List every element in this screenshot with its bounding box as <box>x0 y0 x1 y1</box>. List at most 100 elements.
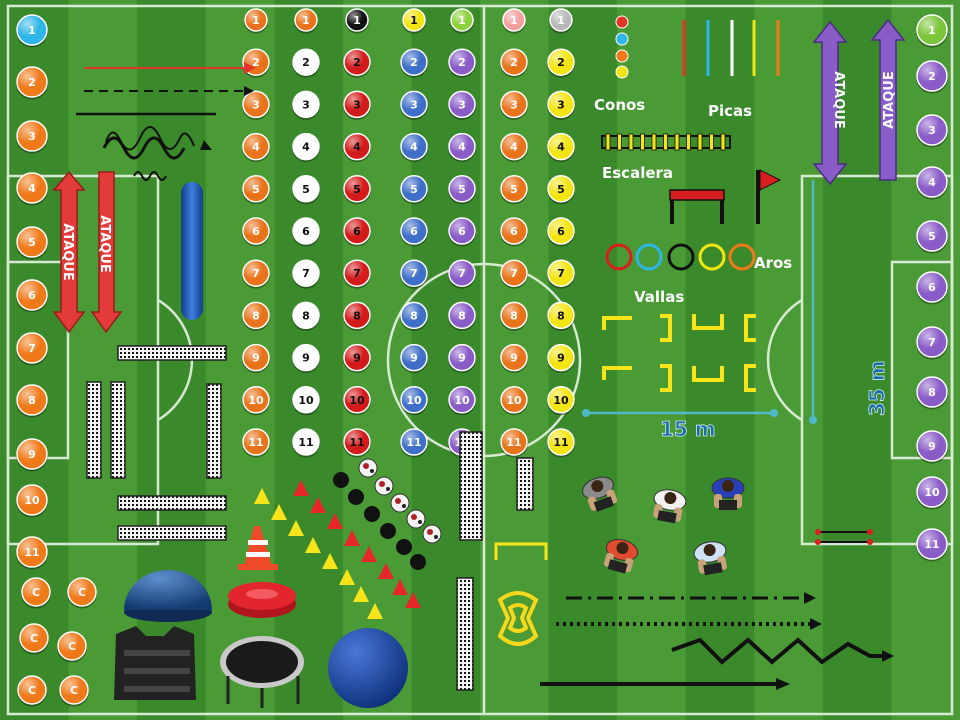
player-token-label: 2 <box>510 56 518 69</box>
side-token-left: 5 <box>16 226 48 260</box>
pitch-stripe <box>617 0 687 720</box>
side-token-right: 10 <box>916 476 948 510</box>
mini-trampoline <box>220 636 304 708</box>
player-token: 2 <box>400 48 428 78</box>
vallas-hurdles <box>602 314 756 392</box>
player-token-label: 2 <box>302 56 310 69</box>
side-token-left-label: 6 <box>28 289 36 302</box>
mini-goals-center <box>456 431 534 691</box>
distance-15m-label: 15 m <box>660 417 716 441</box>
player-token: 5 <box>292 175 320 205</box>
player-token: 8 <box>343 301 371 331</box>
cono-dot <box>615 65 629 79</box>
ladder-rung <box>628 133 634 151</box>
player-token: 9 <box>292 343 320 374</box>
player-token: 1 <box>244 8 268 34</box>
aros-label: Aros <box>754 254 792 272</box>
player-token: 9 <box>400 343 428 374</box>
soccer-ball <box>422 524 442 544</box>
players <box>582 476 745 576</box>
aros-legend <box>605 243 756 271</box>
player-token: 2 <box>448 48 476 78</box>
distance-35m: 35 m <box>809 180 889 424</box>
conos-legend <box>615 15 629 79</box>
player-token-label: 5 <box>557 183 565 196</box>
player-token-label: 3 <box>252 98 260 111</box>
side-token-left-label: 9 <box>28 448 36 461</box>
player-token-label: 1 <box>252 14 260 27</box>
cone <box>254 488 270 504</box>
fitness-ball <box>328 628 408 708</box>
player-token: 11 <box>292 428 320 458</box>
player-token: 6 <box>448 217 476 247</box>
player-token-label: 2 <box>353 56 361 69</box>
player-token-label: 3 <box>353 98 361 111</box>
side-token-left: 3 <box>16 120 48 154</box>
player-token-label: 8 <box>353 309 361 322</box>
pitch-stripe <box>685 0 755 720</box>
black-ball <box>348 489 364 505</box>
player-token-label: 9 <box>252 352 260 365</box>
side-token-right-label: 8 <box>928 386 936 399</box>
player-token: 1 <box>450 8 474 34</box>
player-token-label: 6 <box>252 225 260 238</box>
foam-tube <box>181 182 203 320</box>
side-token-left-label: 11 <box>24 546 39 559</box>
player-token: 6 <box>292 217 320 247</box>
side-token-right-label: 11 <box>924 538 939 551</box>
player-token-label: 5 <box>353 183 361 196</box>
player-token-label: 4 <box>458 141 466 154</box>
player-figure <box>711 477 745 510</box>
vallas-label: Vallas <box>634 288 684 306</box>
player-token-label: 4 <box>302 141 310 154</box>
player-token: 1 <box>549 8 573 34</box>
player-token-label: 7 <box>557 267 565 280</box>
cone <box>378 563 394 579</box>
player-token-label: 1 <box>510 14 518 27</box>
cone <box>405 592 421 608</box>
player-token: 5 <box>448 175 476 205</box>
player-token-label: 3 <box>557 98 565 111</box>
player-token-label: 11 <box>298 436 313 449</box>
player-token: 11 <box>242 428 270 458</box>
player-token: 10 <box>448 386 476 416</box>
side-token-right-label: 4 <box>928 176 936 189</box>
player-token-label: 7 <box>410 267 418 280</box>
player-token-label: 8 <box>252 309 260 322</box>
player-token: 5 <box>547 175 575 205</box>
player-token-label: 1 <box>410 14 418 27</box>
player-token: 3 <box>292 90 320 120</box>
cone <box>271 504 287 520</box>
player-token-label: 5 <box>458 183 466 196</box>
side-token-left: 11 <box>16 536 48 570</box>
cone-rows <box>254 480 421 619</box>
player-token: 8 <box>547 301 575 331</box>
player-token: 1 <box>345 8 369 34</box>
player-token: 10 <box>242 386 270 416</box>
cone <box>327 513 343 529</box>
corner-flag-icon <box>756 169 782 224</box>
mini-goals-left <box>86 345 227 541</box>
player-token: 1 <box>294 8 318 34</box>
side-token-left-label: 5 <box>28 236 36 249</box>
cone <box>310 497 326 513</box>
player-token-label: 7 <box>353 267 361 280</box>
player-token-label: 9 <box>410 352 418 365</box>
black-ball <box>364 506 380 522</box>
player-token-label: 8 <box>410 309 418 322</box>
player-token: 3 <box>547 90 575 120</box>
player-token: 2 <box>547 48 575 78</box>
coach-token-label: C <box>32 586 40 599</box>
pica-pole <box>752 20 756 76</box>
player-token: 8 <box>242 301 270 331</box>
player-token-label: 9 <box>353 352 361 365</box>
side-token-right-label: 10 <box>924 486 940 499</box>
ladder-rung <box>605 133 611 151</box>
player-token-label: 6 <box>510 225 518 238</box>
player-token: 5 <box>500 175 528 205</box>
player-token-label: 9 <box>458 352 466 365</box>
coach-token-label: C <box>78 586 86 599</box>
hurdle-icon <box>669 189 725 224</box>
